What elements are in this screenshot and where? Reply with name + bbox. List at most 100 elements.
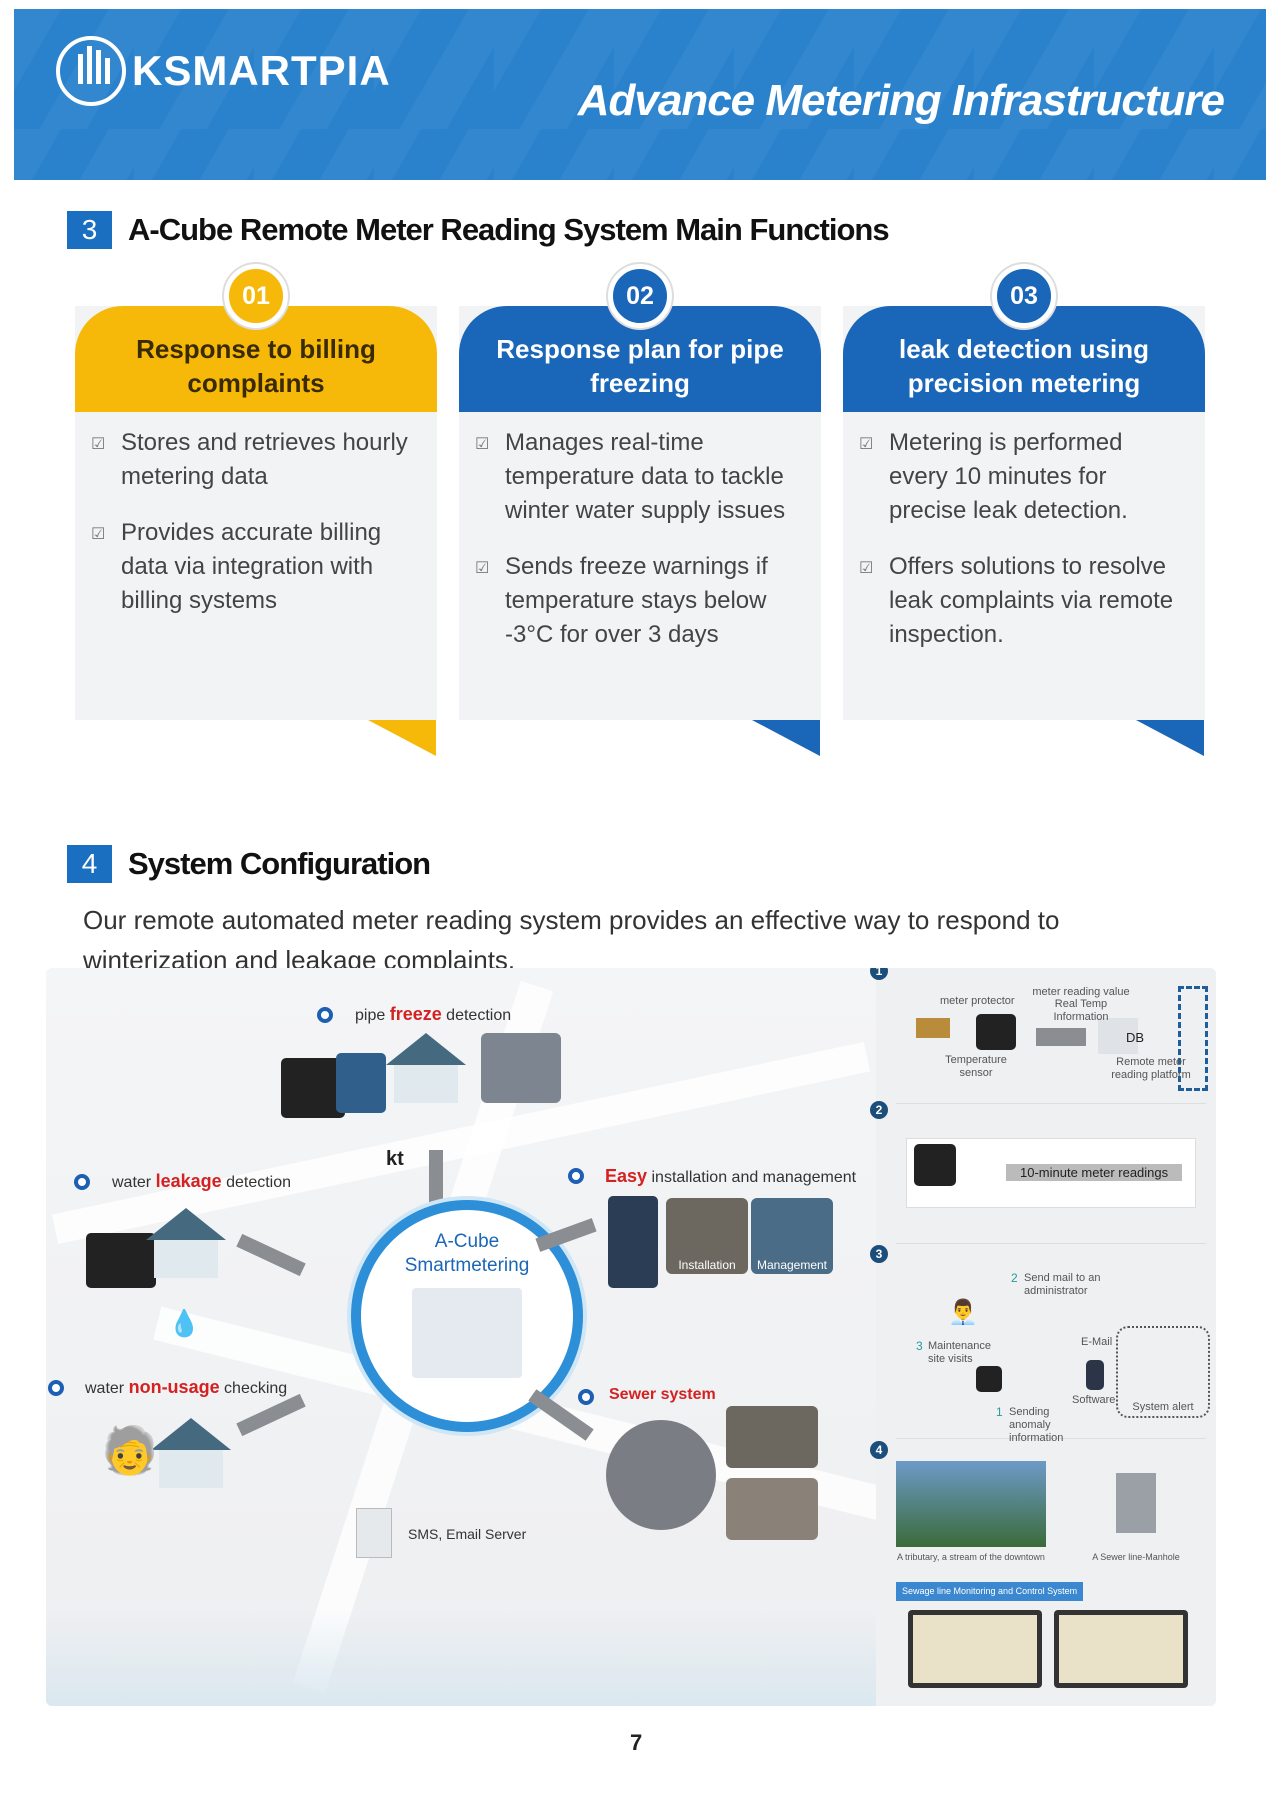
step-number: 2: [870, 1101, 888, 1119]
label: A tributary, a stream of the downtown: [897, 1552, 1045, 1562]
label-pipe-freeze: pipe freeze detection: [355, 1004, 512, 1024]
process-panel: 1 meter protector meter reading value Re…: [870, 968, 1216, 1706]
section-title: System Configuration: [128, 846, 431, 881]
brand-name: KSMARTPIA: [132, 47, 391, 94]
checkbox-icon: ☑: [859, 436, 874, 453]
system-alert-box: [1116, 1326, 1210, 1418]
meter-protector-icon: [976, 1014, 1016, 1050]
card-title: leak detection using precision metering: [843, 306, 1205, 412]
arrow-icon: [236, 1233, 306, 1277]
label: Software: [1072, 1394, 1116, 1406]
checkbox-icon: ☑: [475, 436, 490, 453]
house-icon: [151, 1418, 231, 1488]
house-icon: [146, 1208, 226, 1278]
data-table-icon: [1178, 986, 1208, 1091]
bullet-ring-icon: [74, 1174, 90, 1190]
sewage-banner: Sewage line Monitoring and Control Syste…: [896, 1582, 1084, 1601]
meter-device-icon: [914, 1144, 956, 1186]
card-badge: 01: [224, 264, 288, 328]
step-badge: 2: [1011, 1271, 1018, 1285]
label: Real Temp Information: [1053, 998, 1109, 1023]
elderly-people-icon: 🧓: [101, 1424, 159, 1476]
monitor-map-screen: [908, 1610, 1042, 1688]
step-number: 4: [870, 1441, 888, 1459]
smartphone-icon: [608, 1196, 658, 1288]
label: meter protector: [940, 995, 1015, 1007]
house-icon: [386, 1033, 466, 1103]
card-bullet: ☑Provides accurate billing data via inte…: [91, 516, 419, 618]
tributary-photo: [896, 1461, 1046, 1547]
server-icon: [356, 1508, 392, 1558]
bullet-ring-icon: [317, 1007, 333, 1023]
logo-globe-icon: [56, 36, 126, 106]
meter-device-icon: [86, 1233, 156, 1288]
control-room-illustration: [412, 1288, 522, 1378]
label: Sending anomaly information: [1009, 1406, 1064, 1444]
card-bullet: ☑Stores and retrieves hourly metering da…: [91, 426, 419, 494]
card-bullet: ☑Sends freeze warnings if temperature st…: [475, 550, 803, 652]
arrow-icon: [236, 1393, 306, 1437]
card-bullet: ☑Metering is performed every 10 minutes …: [859, 426, 1187, 528]
hub-title: A-Cube: [434, 1231, 500, 1252]
water-meter-icon: [916, 1018, 950, 1038]
section-number: 4: [67, 845, 112, 883]
card-corner-decoration: [368, 720, 436, 756]
label-sewer-system: Sewer system: [609, 1386, 716, 1403]
label-water-non-usage: water non-usage checking: [85, 1377, 288, 1397]
card-badge: 03: [992, 264, 1056, 328]
sewer-photo: [726, 1406, 818, 1468]
brand-logo: KSMARTPIA: [56, 36, 391, 106]
header-banner: [14, 9, 1266, 180]
label: meter reading value: [1032, 986, 1130, 998]
a-cube-hub: A-Cube Smartmetering: [351, 1200, 583, 1432]
management-photo: Management: [751, 1198, 833, 1274]
function-card-3: 03 leak detection using precision meteri…: [843, 264, 1205, 720]
function-card-1: 01 Response to billing complaints ☑Store…: [75, 264, 437, 720]
system-configuration-diagram: pipe freeze detection kt water leakage d…: [46, 968, 1216, 1706]
water-drop-icon: 💧: [168, 1308, 201, 1338]
step-badge: 1: [996, 1405, 1003, 1419]
bullet-ring-icon: [578, 1389, 594, 1405]
checkbox-icon: ☑: [91, 436, 106, 453]
meter-device-icon: [976, 1366, 1002, 1392]
label: System alert: [1132, 1401, 1194, 1413]
meter-panel-icon: [336, 1053, 386, 1113]
hub-subtitle: Smartmetering: [404, 1255, 530, 1276]
telecom-logo: kt: [386, 1148, 404, 1170]
card-bullet: ☑Offers solutions to resolve leak compla…: [859, 550, 1187, 652]
header-title: Advance Metering Infrastructure: [577, 76, 1225, 125]
label: Remote meter reading platform: [1111, 1056, 1191, 1081]
label: Send mail to an administrator: [1024, 1272, 1101, 1297]
installation-photo: Installation: [666, 1198, 748, 1274]
label-sms-email-server: SMS, Email Server: [408, 1526, 527, 1542]
meter-device-icon: [281, 1058, 345, 1118]
city-skyline: [46, 1608, 876, 1706]
administrator-icon: 👨‍💼: [948, 1299, 978, 1326]
label: Maintenance site visits: [928, 1340, 991, 1365]
checkbox-icon: ☑: [859, 560, 874, 577]
monitor-map-screen: [1054, 1610, 1188, 1688]
manhole-icon: [1116, 1473, 1156, 1533]
label: A Sewer line-Manhole: [1092, 1552, 1180, 1562]
checkbox-icon: ☑: [91, 526, 106, 543]
step-number: 3: [870, 1245, 888, 1263]
bullet-ring-icon: [568, 1168, 584, 1184]
label-water-leakage: water leakage detection: [112, 1171, 292, 1191]
card-bullet: ☑Manages real-time temperature data to t…: [475, 426, 803, 528]
section-title: A-Cube Remote Meter Reading System Main …: [128, 212, 890, 247]
card-corner-decoration: [752, 720, 820, 756]
page-number: 7: [630, 1730, 643, 1755]
step-number: 1: [870, 968, 888, 980]
bullet-ring-icon: [48, 1380, 64, 1396]
label: Temperature sensor: [945, 1054, 1007, 1079]
server-icon: [1086, 1360, 1104, 1390]
card-badge: 02: [608, 264, 672, 328]
checkbox-icon: ☑: [475, 560, 490, 577]
label: E-Mail: [1081, 1336, 1113, 1348]
function-card-2: 02 Response plan for pipe freezing ☑Mana…: [459, 264, 821, 720]
frozen-pipe-photo: [481, 1033, 561, 1103]
arrow-icon: [1036, 1028, 1086, 1046]
card-corner-decoration: [1136, 720, 1204, 756]
manhole-icon: [606, 1420, 716, 1530]
db-label: DB: [1126, 1030, 1145, 1045]
